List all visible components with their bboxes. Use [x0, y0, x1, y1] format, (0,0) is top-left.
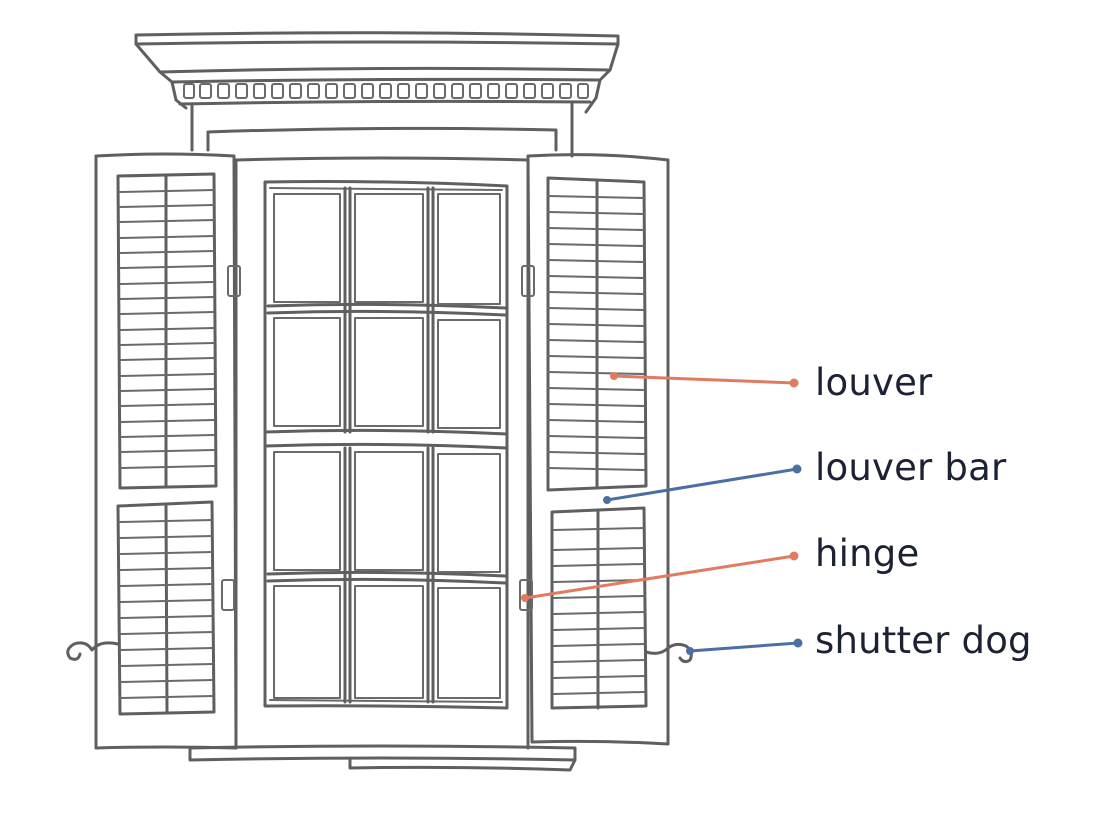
left-shutter	[66, 152, 241, 750]
callout-label-hinge: hinge	[815, 532, 920, 575]
leader-line-louver	[610, 372, 799, 388]
left-hinge-upper	[227, 265, 241, 297]
right-shutter	[519, 153, 693, 746]
window-frame	[188, 156, 577, 772]
cornice	[134, 31, 620, 158]
right-hinge-upper	[521, 265, 535, 297]
leader-line-louver-bar	[603, 464, 802, 504]
callout-label-louver: louver	[815, 361, 933, 404]
leader-line-shutter-dog	[686, 638, 803, 655]
left-hinge-lower	[221, 579, 235, 611]
right-hinge-lower	[519, 579, 533, 611]
callout-label-shutter-dog: shutter dog	[815, 619, 1032, 662]
callout-label-louver-bar: louver bar	[815, 446, 1007, 489]
leader-line-hinge	[521, 551, 799, 602]
